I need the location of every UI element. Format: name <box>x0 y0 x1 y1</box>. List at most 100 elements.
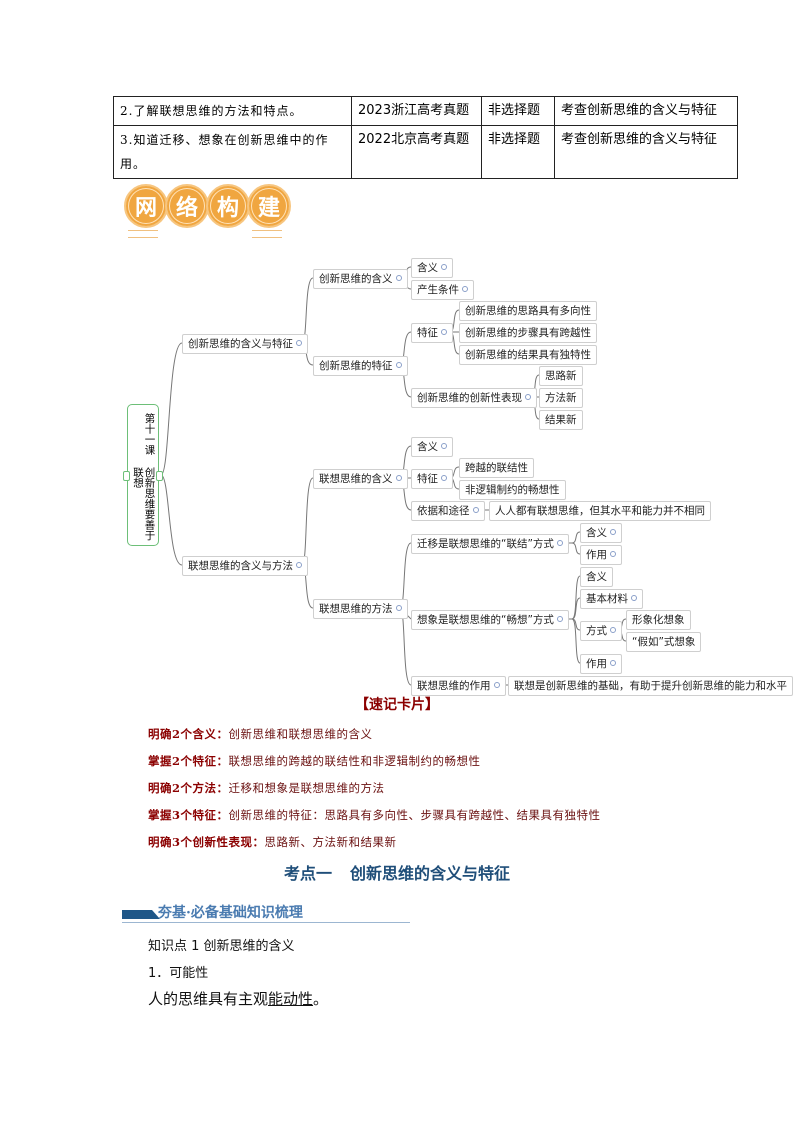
goal-cell: 2.了解联想思维的方法和特点。 <box>113 96 352 126</box>
node-label: 想象是联想思维的“畅想”方式 <box>417 614 554 626</box>
knowledge-point: 知识点 1 创新思维的含义 <box>148 939 295 954</box>
card-title: 【速记卡片】 <box>355 697 439 713</box>
card-line: 掌握2个特征：联想思维的跨越的联结性和非逻辑制约的畅想性 <box>148 753 481 769</box>
mindmap-node[interactable]: 创新思维的思路具有多向性 <box>459 301 597 321</box>
card-value: 创新思维的特征：思路具有多向性、步骤具有跨越性、结果具有独特性 <box>228 808 601 822</box>
mindmap-node[interactable]: 产生条件 <box>411 280 474 300</box>
node-label: 创新思维的步骤具有跨越性 <box>465 327 591 339</box>
type-cell: 非选择题 <box>481 96 555 126</box>
mindmap-node[interactable]: 联想思维的方法 <box>313 599 408 619</box>
collapse-handle[interactable] <box>123 471 130 481</box>
network-banner: 网 络 构 建 <box>124 184 291 228</box>
mindmap-node[interactable]: 形象化想象 <box>626 610 691 630</box>
node-label: 联想思维的含义与方法 <box>188 560 293 572</box>
mindmap-node[interactable]: 创新思维的创新性表现 <box>411 388 537 408</box>
node-label: 联想是创新思维的基础，有助于提升创新思维的能力和水平 <box>514 680 787 692</box>
mindmap-node[interactable]: 思路新 <box>539 366 583 386</box>
mindmap-node[interactable]: 非逻辑制约的畅想性 <box>459 480 566 500</box>
node-label: 迁移是联想思维的“联结”方式 <box>417 538 554 550</box>
mindmap-node[interactable]: 联想思维的作用 <box>411 676 506 696</box>
subsection-header: 夯基·必备基础知识梳理 <box>122 900 410 923</box>
mindmap-node[interactable]: 作用 <box>580 654 622 674</box>
mindmap-node[interactable]: 结果新 <box>539 410 583 430</box>
node-label: 创新思维的含义 <box>319 273 393 285</box>
expand-dot-icon[interactable] <box>395 362 402 368</box>
source-cell: 2023浙江高考真题 <box>351 96 482 126</box>
mindmap-node[interactable]: 含义 <box>411 258 453 278</box>
table-row: 3.知道迁移、想象在创新思维中的作用。 2022北京高考真题 非选择题 考查创新… <box>113 125 738 179</box>
mindmap-root[interactable]: 第十一课 创新思维要善于联想 <box>127 404 159 546</box>
mindmap-node[interactable]: 含义 <box>580 567 613 587</box>
expand-dot-icon[interactable] <box>493 682 500 688</box>
expand-dot-icon[interactable] <box>441 475 447 481</box>
mindmap-node[interactable]: 含义 <box>411 437 453 457</box>
node-label: 联想思维的方法 <box>319 603 393 615</box>
expand-dot-icon[interactable] <box>441 329 447 335</box>
mindmap-node[interactable]: 联想思维的含义 <box>313 469 408 489</box>
mindmap-node[interactable]: 方法新 <box>539 388 583 408</box>
node-label: 创新思维的思路具有多向性 <box>465 305 591 317</box>
node-label: 含义 <box>417 262 438 274</box>
desc-cell: 考查创新思维的含义与特征 <box>554 125 738 179</box>
card-key: 明确2个方法： <box>148 781 229 795</box>
text-segment: 。 <box>313 990 329 1008</box>
expand-dot-icon[interactable] <box>441 443 447 449</box>
mindmap-node[interactable]: 含义 <box>580 523 622 543</box>
collapse-handle[interactable] <box>156 471 163 481</box>
mindmap-node[interactable]: 人人都有联想思维，但其水平和能力并不相同 <box>489 501 711 521</box>
mindmap-node[interactable]: 创新思维的含义与特征 <box>182 334 308 354</box>
mindmap-node[interactable]: 跨越的联结性 <box>459 458 534 478</box>
body-text: 人的思维具有主观能动性。 <box>148 988 328 1009</box>
mindmap-node[interactable]: 作用 <box>580 545 622 565</box>
mindmap-node[interactable]: 想象是联想思维的“畅想”方式 <box>411 610 569 630</box>
mindmap-node[interactable]: 依据和途径 <box>411 501 485 521</box>
mindmap-node[interactable]: 方式 <box>580 621 622 641</box>
expand-dot-icon[interactable] <box>395 475 402 481</box>
mindmap-node[interactable]: 迁移是联想思维的“联结”方式 <box>411 534 569 554</box>
card-key: 掌握2个特征： <box>148 754 229 768</box>
node-label: 含义 <box>417 441 438 453</box>
expand-dot-icon[interactable] <box>631 595 637 601</box>
expand-dot-icon[interactable] <box>462 286 468 292</box>
expand-dot-icon[interactable] <box>556 540 563 546</box>
expand-dot-icon[interactable] <box>395 275 402 281</box>
mindmap-node[interactable]: 联想是创新思维的基础，有助于提升创新思维的能力和水平 <box>508 676 793 696</box>
banner-char: 网 <box>124 184 168 228</box>
expand-dot-icon[interactable] <box>610 551 616 557</box>
expand-dot-icon[interactable] <box>610 529 616 535</box>
mindmap-node[interactable]: 创新思维的步骤具有跨越性 <box>459 323 597 343</box>
card-key: 掌握3个特征： <box>148 808 229 822</box>
node-label: 联想思维的含义 <box>319 473 393 485</box>
mindmap-node[interactable]: 特征 <box>411 323 453 343</box>
heading-title: 创新思维的含义与特征 <box>350 864 511 883</box>
mindmap-node[interactable]: 创新思维的特征 <box>313 356 408 376</box>
mindmap-node[interactable]: “假如”式想象 <box>626 632 702 652</box>
card-line: 明确2个方法：迁移和想象是联想思维的方法 <box>148 780 385 796</box>
node-label: 依据和途径 <box>417 505 470 517</box>
expand-dot-icon[interactable] <box>525 394 531 400</box>
expand-dot-icon[interactable] <box>472 507 479 513</box>
node-label: 创新思维的特征 <box>319 360 393 372</box>
expand-dot-icon[interactable] <box>556 616 563 622</box>
expand-dot-icon[interactable] <box>610 660 616 666</box>
section-heading: 考点一创新思维的含义与特征 <box>0 860 794 884</box>
expand-dot-icon[interactable] <box>296 562 302 568</box>
card-line: 明确2个含义：创新思维和联想思维的含义 <box>148 726 373 742</box>
card-line: 掌握3个特征：创新思维的特征：思路具有多向性、步骤具有跨越性、结果具有独特性 <box>148 807 601 823</box>
expand-dot-icon[interactable] <box>296 340 302 346</box>
mindmap-node[interactable]: 特征 <box>411 469 453 489</box>
expand-dot-icon[interactable] <box>610 627 616 633</box>
node-label: 思路新 <box>545 370 577 382</box>
mindmap-node[interactable]: 基本材料 <box>580 589 643 609</box>
underlined-term: 能动性 <box>268 990 314 1008</box>
node-label: 方式 <box>586 625 607 637</box>
card-line: 明确3个创新性表现：思路新、方法新和结果新 <box>148 834 397 850</box>
expand-dot-icon[interactable] <box>441 264 447 270</box>
banner-decoration <box>128 230 158 238</box>
mindmap-node[interactable]: 创新思维的含义 <box>313 269 408 289</box>
mindmap-node[interactable]: 创新思维的结果具有独特性 <box>459 345 597 365</box>
expand-dot-icon[interactable] <box>395 605 402 611</box>
mindmap-node[interactable]: 联想思维的含义与方法 <box>182 556 308 576</box>
header-bar-icon <box>122 910 160 919</box>
node-label: 非逻辑制约的畅想性 <box>465 484 560 496</box>
